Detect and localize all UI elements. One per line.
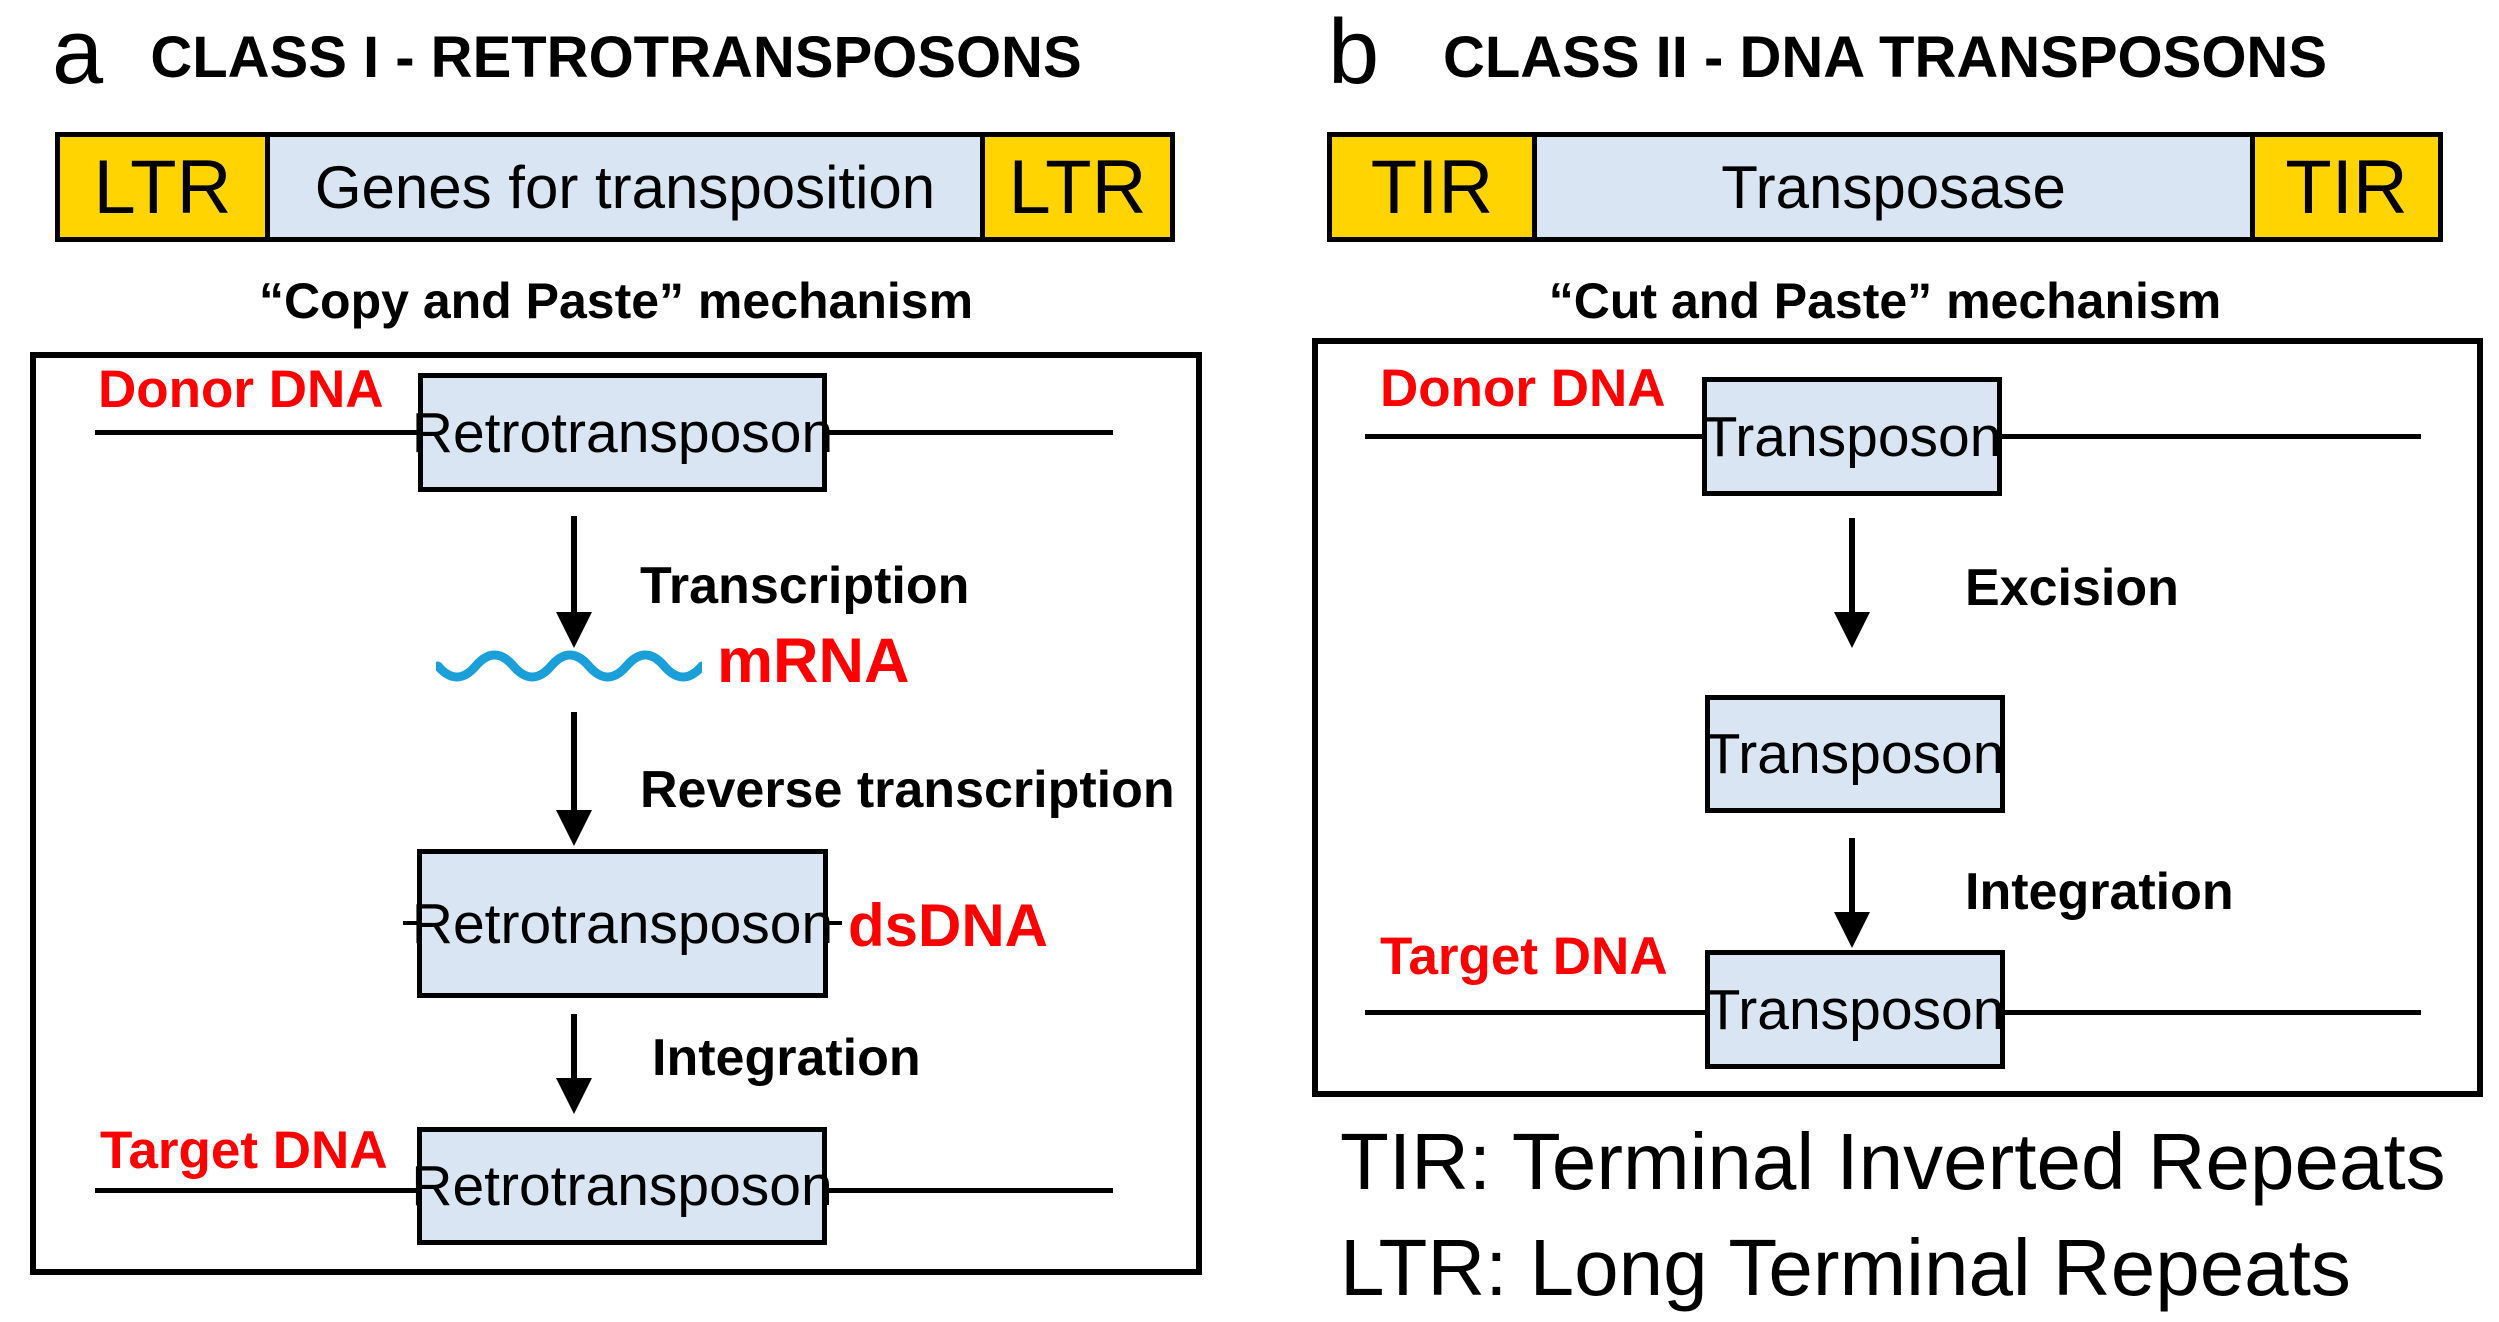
- down-arrow-icon: [550, 516, 598, 648]
- reverse-transcription-label: Reverse transcription: [640, 761, 1175, 819]
- genes-segment: Genes for transposition: [265, 137, 985, 237]
- arrow-head: [556, 810, 592, 846]
- panel-a-mechanism-caption: “Copy and Paste” mechanism: [258, 273, 974, 329]
- panel-a-donor-dna-label: Donor DNA: [98, 360, 384, 419]
- arrow-shaft: [1849, 838, 1855, 912]
- arrow-shaft: [571, 712, 577, 810]
- arrow-head: [1834, 612, 1870, 648]
- panel-b-donor-dna-label: Donor DNA: [1380, 359, 1666, 418]
- panel-b-transposon-box-donor: Transposon: [1702, 377, 2002, 496]
- down-arrow-icon: [1828, 838, 1876, 948]
- panel-a-target-dna-label: Target DNA: [100, 1121, 388, 1180]
- transcription-label: Transcription: [640, 557, 970, 615]
- arrow-shaft: [571, 516, 577, 612]
- arrow-shaft: [1849, 518, 1855, 612]
- legend-ltr-definition: LTR: Long Terminal Repeats: [1340, 1223, 2351, 1312]
- tir-segment-right: TIR: [2255, 137, 2438, 237]
- down-arrow-icon: [1828, 518, 1876, 648]
- ltr-segment-right: LTR: [985, 137, 1170, 237]
- mrna-label: mRNA: [717, 626, 910, 696]
- panel-a-integration-label: Integration: [652, 1029, 921, 1087]
- arrow-head: [1834, 912, 1870, 948]
- down-arrow-icon: [550, 712, 598, 846]
- panel-b-label: b: [1328, 1, 1380, 103]
- line-stub: [403, 921, 417, 925]
- retrotransposon-structure-bar: LTR Genes for transposition LTR: [55, 132, 1175, 242]
- panel-b-target-dna-label: Target DNA: [1380, 927, 1668, 986]
- down-arrow-icon: [550, 1014, 598, 1114]
- panel-a-retrotransposon-box-donor: Retrotransposon: [412, 373, 833, 492]
- panel-a-title: CLASS I - RETROTRANSPOSONS: [150, 25, 1082, 90]
- panel-a-retrotransposon-box-dsdna: Retrotransposon: [412, 849, 833, 998]
- dna-transposon-structure-bar: TIR Transposase TIR: [1327, 132, 2443, 242]
- line-stub: [828, 921, 842, 925]
- legend-tir-definition: TIR: Terminal Inverted Repeats: [1340, 1117, 2446, 1206]
- panel-b-mechanism-caption: “Cut and Paste” mechanism: [1548, 273, 2222, 329]
- panel-a-flow-box: [30, 352, 1202, 1275]
- arrow-shaft: [571, 1014, 577, 1078]
- excision-label: Excision: [1965, 559, 2179, 617]
- panel-b-integration-label: Integration: [1965, 863, 2234, 921]
- panel-a-retrotransposon-box-target: Retrotransposon: [411, 1127, 833, 1245]
- arrow-head: [556, 1078, 592, 1114]
- panel-b-transposon-box-excised: Transposon: [1705, 695, 2005, 813]
- panel-b-title: CLASS II - DNA TRANSPOSONS: [1442, 25, 2328, 90]
- arrow-head: [556, 612, 592, 648]
- panel-a-label: a: [52, 1, 104, 103]
- mrna-wave-icon: [436, 650, 702, 682]
- tir-segment-left: TIR: [1332, 137, 1532, 237]
- transposase-segment: Transposase: [1532, 137, 2255, 237]
- ltr-segment-left: LTR: [60, 137, 265, 237]
- panel-b-transposon-box-target: Transposon: [1705, 950, 2005, 1069]
- dsdna-label: dsDNA: [848, 892, 1049, 959]
